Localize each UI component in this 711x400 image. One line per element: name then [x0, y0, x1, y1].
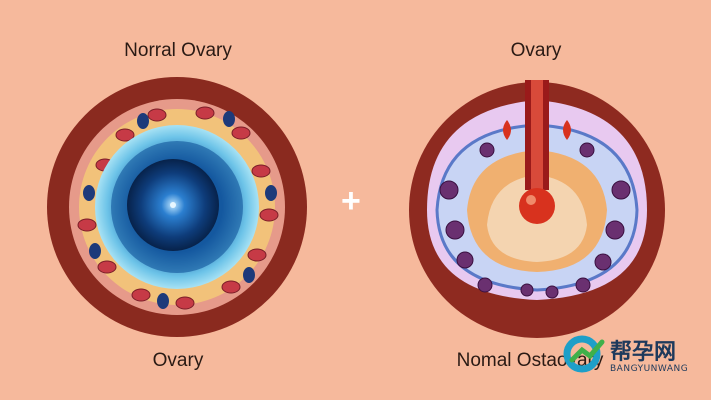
ovary-cross-section-icon: [47, 77, 307, 337]
plus-sign: +: [341, 182, 361, 220]
right-title: Ovary: [510, 40, 562, 61]
ovary-section-icon: [409, 80, 665, 338]
left-caption: Ovary: [152, 350, 204, 371]
watermark: 帮孕网 BANGYUNWANG: [560, 330, 710, 390]
magnifier-logo-icon: [563, 335, 605, 373]
watermark-subtext: BANGYUNWANG: [610, 364, 689, 374]
left-title: Norral Ovary: [124, 40, 232, 61]
watermark-text: 帮孕网: [610, 340, 677, 365]
